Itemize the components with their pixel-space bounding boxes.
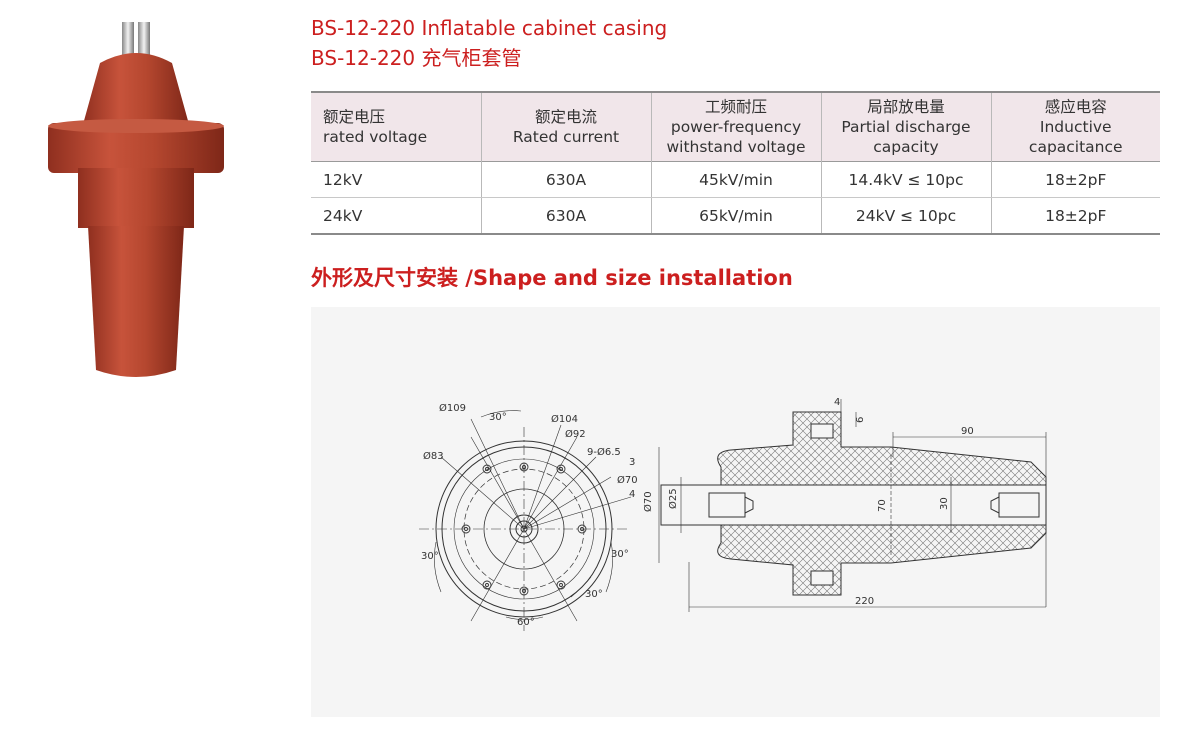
col-rated-voltage: 额定电压 rated voltage (311, 92, 481, 162)
col-inductive-capacitance: 感应电容 Inductive capacitance (990, 92, 1160, 162)
table-cell: 14.4kV ≤ 10pc (820, 161, 991, 198)
col-label-zh: 局部放电量 (867, 98, 945, 116)
dim-label: Ø70 (642, 491, 654, 512)
dim-label: 30 (939, 497, 950, 510)
product-title-en: BS-12-220 Inflatable cabinet casing (311, 16, 668, 40)
table-row: 24kV 630A 65kV/min 24kV ≤ 10pc 18±2pF (311, 197, 1160, 235)
dim-label: Ø109 (439, 402, 466, 414)
dim-label: 30° (421, 551, 439, 562)
product-photo (48, 22, 224, 377)
col-label-zh: 额定电流 (534, 108, 597, 126)
dim-label: 30° (489, 412, 507, 423)
table-row: 12kV 630A 45kV/min 14.4kV ≤ 10pc 18±2pF (311, 161, 1160, 198)
dim-label: 30° (611, 549, 629, 560)
col-label-zh: 额定电压 (323, 108, 386, 126)
col-rated-current: 额定电流 Rated current (480, 92, 651, 162)
col-label-en: capacity (873, 138, 939, 156)
table-cell: 24kV (311, 197, 481, 235)
col-partial-discharge: 局部放电量 Partial discharge capacity (820, 92, 991, 162)
technical-drawing-panel: Ø109 30° Ø104 Ø92 Ø83 9-Ø6.5 3 Ø70 4 30°… (311, 307, 1160, 717)
col-label-en: Partial discharge (841, 118, 971, 136)
side-view (658, 399, 1047, 612)
spec-table: 额定电压 rated voltage 额定电流 Rated current 工频… (311, 91, 1160, 235)
dim-label: 4 (629, 489, 635, 500)
table-cell: 24kV ≤ 10pc (820, 197, 991, 235)
col-label-en: withstand voltage (666, 138, 806, 156)
col-label-en: Rated current (512, 128, 620, 146)
col-withstand-voltage: 工频耐压 power-frequency withstand voltage (650, 92, 821, 162)
side-view-labels: Ø70 Ø25 220 90 70 30 4 6 (642, 397, 974, 607)
front-view (419, 410, 632, 631)
dim-label: 90 (961, 426, 974, 437)
dim-label: Ø83 (423, 450, 444, 462)
dim-label: Ø92 (565, 428, 586, 440)
dim-label: 6 (855, 417, 866, 423)
col-label-zh: 工频耐压 (704, 98, 767, 116)
col-label-en: capacitance (1028, 138, 1123, 156)
col-label-en: Inductive (1039, 118, 1112, 136)
table-cell: 45kV/min (650, 161, 821, 198)
table-header-row: 额定电压 rated voltage 额定电流 Rated current 工频… (311, 92, 1160, 162)
table-cell: 18±2pF (990, 197, 1160, 235)
dim-label: 3 (629, 457, 635, 468)
section-heading: 外形及尺寸安装 /Shape and size installation (311, 266, 793, 290)
table-cell: 18±2pF (990, 161, 1160, 198)
product-title-zh: BS-12-220 充气柜套管 (311, 46, 522, 70)
front-view-labels: Ø109 30° Ø104 Ø92 Ø83 9-Ø6.5 3 Ø70 4 30°… (421, 402, 638, 628)
dim-label: Ø25 (667, 488, 679, 509)
table-cell: 630A (480, 161, 651, 198)
dim-label: 30° (585, 589, 603, 600)
dim-label: 9-Ø6.5 (587, 446, 621, 458)
col-label-en: power-frequency (670, 118, 802, 136)
table-cell: 65kV/min (650, 197, 821, 235)
dim-label: 4 (834, 397, 840, 408)
table-cell: 12kV (311, 161, 481, 198)
table-cell: 630A (480, 197, 651, 235)
dim-label: Ø104 (551, 413, 578, 425)
dim-label: 70 (877, 499, 888, 512)
col-label-zh: 感应电容 (1044, 98, 1107, 116)
dim-label: 220 (855, 596, 874, 607)
dim-label: Ø70 (617, 474, 638, 486)
col-label-en: rated voltage (323, 128, 428, 146)
dim-label: 60° (517, 617, 535, 628)
